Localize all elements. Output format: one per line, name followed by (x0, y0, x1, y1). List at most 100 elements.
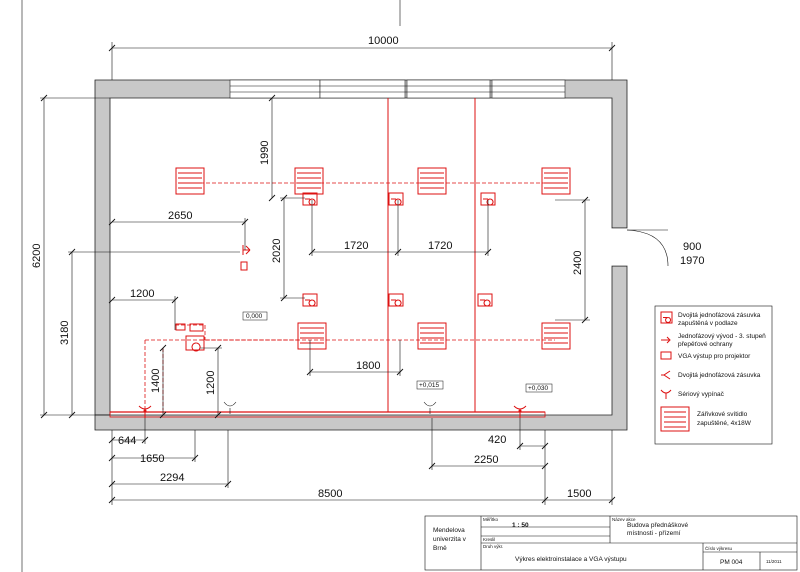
legend-label: Zářivkové svítidlo (697, 411, 748, 418)
dimension-tick (428, 462, 436, 470)
switch-icon (513, 405, 527, 418)
dimension-tick (40, 94, 48, 102)
light-fixture-icon (541, 322, 571, 350)
dimension-tick (108, 44, 116, 52)
dim-644: 644 (118, 435, 136, 447)
dimension-tick (581, 316, 589, 324)
project-name: Budova přednáškové (627, 522, 688, 529)
door-swing (626, 229, 669, 267)
dim-1650: 1650 (140, 453, 164, 465)
org-name: Brně (433, 545, 447, 552)
dimension-tick (484, 248, 492, 256)
org-name: univerzita v (433, 536, 467, 543)
dimension-tick (241, 218, 249, 226)
drawing-date: 11/2011 (766, 559, 782, 564)
window-2 (319, 79, 406, 99)
project-name: místnosti - přízemí (627, 530, 681, 537)
project-label: Název akce (612, 517, 636, 522)
legend-label: Dvojitá jednofázová zásuvka (678, 372, 761, 379)
outlet-protection-icon (661, 336, 671, 344)
dimension-tick (541, 442, 549, 450)
legend-label: VGA výstup pro projektor (678, 353, 751, 360)
dimension-tick (541, 462, 549, 470)
scale-value: 1 : 50 (512, 522, 529, 529)
number-label: Číslo výkresu (705, 545, 733, 551)
dimension-tick (141, 436, 149, 444)
dimension-tick (159, 344, 167, 352)
light-fixture-icon (294, 167, 324, 195)
dimension-tick (68, 248, 76, 256)
switch-icon (223, 401, 237, 414)
dim-1200-h: 1200 (130, 288, 154, 300)
dim-2650: 2650 (168, 210, 192, 222)
org-name: Mendelova (433, 527, 465, 534)
dimension-tick (608, 496, 616, 504)
dimension-tick (608, 44, 616, 52)
dim-2400: 2400 (572, 251, 584, 275)
dimension-tick (306, 368, 314, 376)
window-4 (491, 79, 566, 99)
title-block (424, 515, 798, 571)
drawn-label: Kreslil (483, 537, 495, 542)
sheet-title: Výkres elektroinstalace a VGA výstupu (515, 556, 627, 563)
dimension-tick (171, 296, 179, 304)
legend-label: zapuštěné, 4x18W (697, 420, 752, 427)
dim-8500: 8500 (318, 488, 342, 500)
dimension-tick (541, 496, 549, 504)
level-0030: +0,030 (528, 385, 548, 392)
dim-1990: 1990 (259, 141, 271, 165)
switch-icon (138, 405, 152, 418)
dim-10000: 10000 (368, 35, 399, 47)
legend-label: zapuštěná v podlaze (678, 320, 738, 327)
dimension-tick (581, 196, 589, 204)
light-fixture-icon (417, 167, 447, 195)
dim-6200: 6200 (31, 244, 43, 268)
dimension-tick (214, 344, 222, 352)
floor-socket-icon (302, 293, 318, 307)
dim-2294: 2294 (160, 472, 184, 484)
dimension-tick (214, 411, 222, 419)
legend: Dvojitá jednofázová zásuvka zapuštěná v … (654, 305, 773, 445)
level-0015: +0,015 (419, 382, 439, 389)
dimension-tick (108, 454, 116, 462)
legend-label: Dvojitá jednofázová zásuvka (678, 312, 761, 319)
floor-socket-icon (388, 293, 404, 307)
dimension-tick (191, 454, 199, 462)
floor-socket-icon (302, 192, 318, 206)
dimension-tick (159, 411, 167, 419)
door-width: 900 (683, 241, 701, 253)
dimension-tick (394, 248, 402, 256)
legend-label: Jednofázový vývod - 3. stupeň (678, 333, 766, 340)
legend-label: Sériový vypínač (678, 391, 725, 398)
light-fixture-icon (297, 322, 327, 350)
vga-output-icon (660, 351, 672, 360)
dim-2020: 2020 (271, 239, 283, 263)
floor-socket-icon (388, 192, 404, 206)
scale-label: Měřítko (483, 517, 499, 522)
floor-socket-icon (477, 293, 493, 307)
dim-3180: 3180 (59, 321, 71, 345)
light-fixture-icon (660, 406, 690, 432)
dim-1720-b: 1720 (428, 240, 452, 252)
drawing-number: PM 004 (720, 559, 743, 566)
floor-sockets (302, 192, 496, 307)
level-0000: 0,000 (246, 313, 263, 320)
dim-1800: 1800 (356, 360, 380, 372)
dim-420: 420 (488, 434, 506, 446)
dimension-tick (108, 496, 116, 504)
sheet-type-label: Druh výkr. (483, 544, 503, 549)
window-3 (406, 79, 491, 99)
light-fixtures (175, 167, 571, 350)
dim-1720-a: 1720 (344, 240, 368, 252)
dimension-tick (108, 436, 116, 444)
dim-1500: 1500 (567, 488, 591, 500)
dimension-tick (40, 411, 48, 419)
outlet-protection-icon (240, 245, 251, 271)
vga-output-icon (175, 323, 205, 352)
dimension-tick (68, 411, 76, 419)
outer-wall-right-bottom (94, 265, 628, 431)
dimension-tick (280, 294, 288, 302)
switch-icon (660, 389, 672, 399)
dimension-tick (268, 194, 276, 202)
